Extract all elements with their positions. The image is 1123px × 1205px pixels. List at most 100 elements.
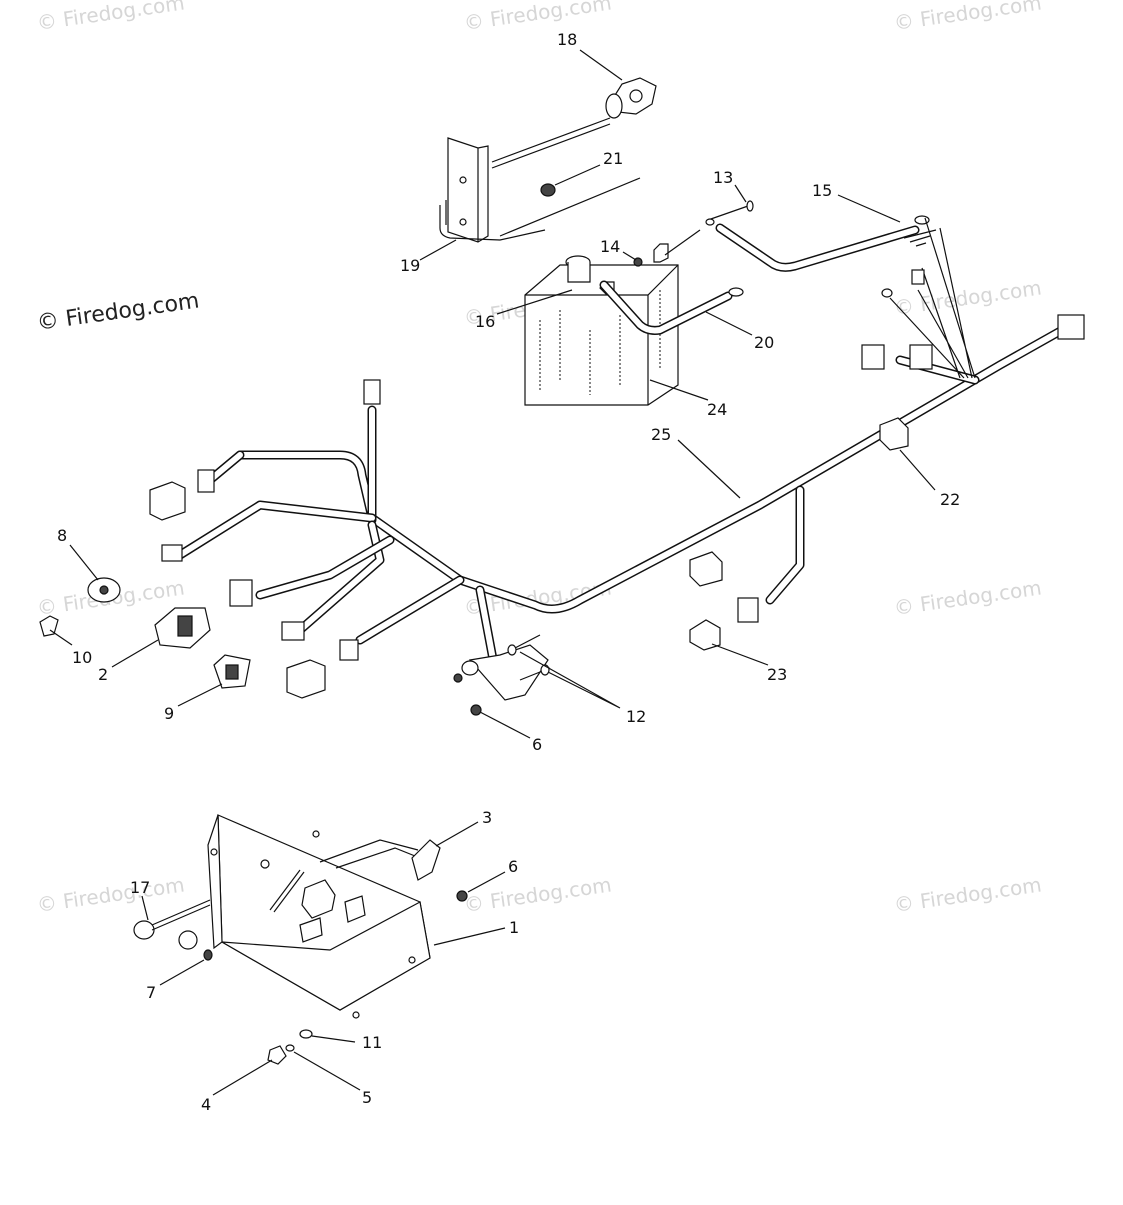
harness-branch-inner [767, 487, 803, 603]
panel-opening [301, 879, 336, 919]
watermark: © Firedog.com [892, 575, 1043, 619]
leader-11 [311, 1035, 356, 1043]
switch-cap [39, 615, 59, 637]
panel-hole [312, 830, 320, 838]
leader-3 [435, 821, 479, 847]
relay [149, 481, 186, 521]
terminal-bolt-head [746, 200, 754, 212]
connector [911, 269, 925, 285]
battery [524, 243, 679, 406]
panel-slot [273, 871, 305, 913]
panel-hole [408, 956, 416, 964]
leader-17 [141, 895, 149, 921]
ignition-switch-keyhole [99, 585, 109, 595]
watermark: © Firedog.com [35, 0, 186, 35]
callout-6: 6 [532, 735, 542, 754]
leader-4 [212, 1059, 273, 1096]
grommet [178, 930, 198, 950]
callout-18: 18 [557, 30, 577, 49]
connector [909, 344, 933, 370]
callout-21: 21 [603, 149, 623, 168]
leader-19 [419, 239, 457, 261]
connector [363, 379, 381, 405]
holddown-rod [491, 117, 611, 163]
connector [339, 639, 359, 661]
harness-components [39, 269, 1085, 716]
bolt-head [507, 644, 517, 656]
connector [229, 579, 253, 607]
toggle-switch-rocker [177, 615, 193, 637]
panel-opening [299, 917, 323, 943]
watermark: © Firedog.com [892, 872, 1043, 916]
callout-4: 4 [201, 1095, 211, 1114]
connector [161, 544, 183, 562]
watermark: © Firedog.com [462, 872, 613, 916]
holddown-rod [499, 177, 641, 237]
callout-12: 12 [626, 707, 646, 726]
leader-24 [649, 379, 709, 401]
mounting-panel-tab [207, 814, 223, 950]
watermark-layer: © Firedog.com © Firedog.com © Firedog.co… [35, 0, 1043, 917]
callout-20: 20 [754, 333, 774, 352]
screw [203, 949, 213, 961]
panel-hole [260, 859, 270, 869]
bracket-hole [459, 176, 467, 184]
bracket-hole [459, 218, 467, 226]
leader-6 [479, 711, 531, 739]
battery-cable-positive-inner [717, 225, 918, 271]
panel-opening [344, 895, 366, 923]
leader-20 [705, 311, 753, 336]
callout-14: 14 [600, 237, 620, 256]
cable-ring-terminal [728, 287, 744, 297]
callout-8: 8 [57, 526, 67, 545]
leader-15 [837, 194, 901, 223]
leader-2 [111, 639, 159, 668]
connector [281, 621, 305, 641]
callout-23: 23 [767, 665, 787, 684]
leader-10 [49, 629, 73, 646]
panel-wire [319, 839, 421, 869]
battery-cable-negative-inner [601, 282, 731, 334]
harness-branch-inner [297, 522, 383, 633]
mounting-knob [133, 920, 155, 940]
harness-leads [889, 217, 976, 379]
cable-lead [664, 229, 701, 256]
bracket-plate [447, 137, 489, 243]
battery-terminal-post [567, 262, 591, 283]
leader-lines [49, 49, 936, 1096]
leader-12 [519, 651, 621, 709]
leader-8 [69, 544, 99, 581]
connector [861, 344, 885, 370]
leader-9 [177, 683, 223, 707]
callout-2: 2 [98, 665, 108, 684]
mounting-panel-flange [221, 901, 431, 1011]
battery-texture [539, 290, 661, 395]
harness-branch-inner [357, 577, 463, 643]
ground-bracket-eye [461, 660, 479, 676]
battery-body [524, 264, 679, 406]
harness-clip [879, 417, 909, 451]
panel-hole [352, 1011, 360, 1019]
ground-symbol [903, 229, 937, 247]
rocker-switch-face [225, 664, 239, 680]
terminal-bolt [707, 205, 749, 221]
callout-5: 5 [362, 1088, 372, 1107]
main-wiring-harness [175, 217, 1085, 675]
callout-labels: 18 21 13 15 14 19 16 20 24 25 22 8 10 2 … [57, 30, 960, 1114]
watermark: © Firedog.com [35, 872, 186, 916]
nut [470, 704, 482, 716]
terminal-bolt-tip [705, 218, 715, 226]
callout-25: 25 [651, 425, 671, 444]
callout-1: 1 [509, 918, 519, 937]
callout-19: 19 [400, 256, 420, 275]
panel-slot [269, 869, 301, 911]
relay [286, 659, 326, 699]
battery-cables [599, 200, 937, 335]
leader-16 [496, 289, 573, 315]
leader-1 [433, 927, 506, 946]
watermark: © Firedog.com [462, 0, 613, 35]
washer [299, 1029, 313, 1039]
connector [1057, 314, 1085, 340]
